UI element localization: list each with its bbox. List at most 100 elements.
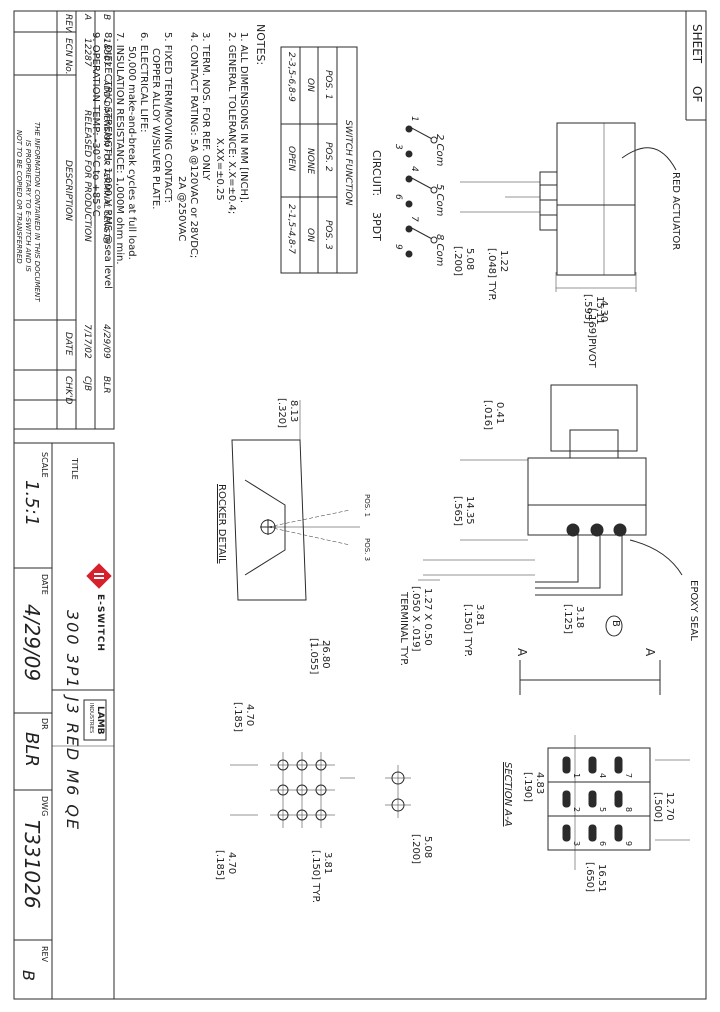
terminal-typ-label: TERMINAL TYP. <box>398 592 409 666</box>
dim-381b: 3.81 <box>322 852 333 875</box>
e-switch-logo-mark <box>86 563 112 589</box>
sf-row2-pos1: 2-3,5-6,8-9 <box>286 52 296 102</box>
section-aa-label: SECTION A-A <box>502 762 513 827</box>
note-1: 1. ALL DIMENSIONS IN MM [INCH]. <box>238 32 249 204</box>
dim-565: [.565] <box>452 496 463 527</box>
marker-b: B <box>610 620 621 627</box>
disclaimer-line-1: THE INFORMATION CONTAINED IN THIS DOCUME… <box>33 122 41 302</box>
section-num-4: 4 <box>598 773 607 779</box>
dr-value: BLR <box>21 732 42 767</box>
dim-320: [.320] <box>276 398 287 429</box>
pos1-label: POS. 1 <box>363 494 371 518</box>
partner-name: LAMB <box>95 706 105 735</box>
section-num-5: 5 <box>598 807 607 813</box>
note-5-cont: COPPER ALLOY W/SILVER PLATE. <box>150 48 161 210</box>
dim-125: [.125] <box>562 604 573 635</box>
sheet-of-label: OF <box>690 86 704 103</box>
circuit-term-6: 6 <box>393 194 403 200</box>
circuit-schematic <box>405 125 438 258</box>
dim-508b: 5.08 <box>422 836 433 859</box>
circuit-com-8: 8 Com <box>434 234 445 267</box>
note-4-cont: 2A @250VAC <box>176 176 187 242</box>
dim-190: [.190] <box>522 772 533 803</box>
dim-169-pivot: [.169]PIVOT <box>586 308 597 368</box>
dim-483: 4.83 <box>534 772 545 795</box>
rev-b-date: 4/29/09 <box>101 324 111 359</box>
note-2: 2. GENERAL TOLERANCE: X.X=±0.4; <box>226 32 237 215</box>
circuit-term-9: 9 <box>393 244 403 250</box>
epoxy-seal-label: EPOXY SEAL <box>688 580 699 641</box>
revision-table <box>13 10 115 430</box>
part-title: 300 3P1 J3 RED M6 QE <box>63 610 82 832</box>
section-num-9: 9 <box>624 841 633 847</box>
rev-header-date: DATE <box>63 332 73 356</box>
dim-1651: 16.51 <box>596 864 607 893</box>
circuit-com-2: 2 Com <box>434 134 445 167</box>
rocker-detail-view <box>231 400 360 646</box>
dim-016: [.016] <box>482 400 493 431</box>
section-num-6: 6 <box>598 841 607 847</box>
company-name: E-SWITCH <box>95 594 105 652</box>
sf-row1-pos3: ON <box>305 228 315 242</box>
switch-top-view <box>460 122 677 292</box>
note-2-cont: X.XX=±0.25 <box>214 138 225 201</box>
dim-050: [.050 X .019] <box>410 586 421 652</box>
note-6-cont: 50,000 make-and-break cycles at full loa… <box>126 46 137 260</box>
note-6: 6. ELECTRICAL LIFE: <box>138 32 149 133</box>
marker-b-hexagon <box>605 615 623 637</box>
rev-b-desc: ADD DIMENSION FOR TERMINAL LENGTH <box>102 80 111 244</box>
sf-row1-pos2: NONE <box>305 148 315 175</box>
dim-048: [.048] TYP. <box>486 248 497 302</box>
dim-2680: 26.80 <box>320 640 331 669</box>
dim-508a: 5.08 <box>464 248 475 271</box>
sf-header-pos1: POS. 1 <box>323 70 333 100</box>
circuit-label: CIRCUIT: <box>370 150 383 197</box>
dwg-label: DWG <box>40 796 49 817</box>
lamb-logo-box <box>83 699 107 741</box>
dim-150b: [.150] TYP. <box>310 850 321 904</box>
rev-a-letter: A <box>82 14 92 21</box>
section-num-7: 7 <box>624 773 633 779</box>
dim-813: 8.13 <box>288 400 299 423</box>
dr-label: DR <box>40 718 49 730</box>
rev-label: REV <box>40 946 49 963</box>
rev-a-ecn: 12287 <box>82 38 92 67</box>
rev-header-desc: DESCRIPTION <box>63 160 73 221</box>
scale-label: SCALE <box>40 452 49 478</box>
dwg-value: T331026 <box>20 820 44 909</box>
date-label: DATE <box>40 574 49 595</box>
title-block-frame <box>13 442 115 1000</box>
date-value: 4/29/09 <box>20 604 44 682</box>
dim-650: [.650] <box>584 862 595 893</box>
notes-header: NOTES: <box>254 24 267 66</box>
circuit-term-1: 1 <box>409 116 419 122</box>
dim-041: 0.41 <box>494 402 505 425</box>
dim-185b: [.185] <box>214 850 225 881</box>
rev-a-desc: RELEASED FOR PRODUCTION <box>82 110 92 242</box>
note-4: 4. CONTACT RATING: 5A @120VAC or 28VDC; <box>188 32 199 259</box>
partner-subname: INDUSTRIES <box>88 703 94 734</box>
switch-function-title: SWITCH FUNCTION <box>343 120 353 206</box>
sf-header-pos2: POS. 2 <box>323 142 333 172</box>
dim-1435: 14.35 <box>464 496 475 525</box>
section-num-8: 8 <box>624 807 633 813</box>
dim-470b: 4.70 <box>226 852 237 875</box>
rev-a-date: 7/17/02 <box>82 324 92 359</box>
sf-row2-pos2: OPEN <box>286 146 296 171</box>
disclaimer-line-2: IS PROPRIETARY TO E-SWITCH AND IS <box>24 140 32 272</box>
circuit-term-4: 4 <box>409 166 419 172</box>
rev-a-chkd: CJB <box>82 376 92 392</box>
disclaimer-line-3: NOT TO BE COPIED OR TRANSFERRED <box>15 130 23 264</box>
pcb-hole-pattern <box>230 752 411 828</box>
section-num-2: 2 <box>572 807 581 813</box>
dim-430: 4.30 <box>598 300 609 323</box>
dim-1270: 12.70 <box>664 792 675 821</box>
scale-value: 1.5:1 <box>21 480 42 527</box>
note-7: 7. INSULATION RESISTANCE: 1,000M ohm min… <box>114 32 125 265</box>
dim-470a: 4.70 <box>244 704 255 727</box>
dim-200b: [.200] <box>410 834 421 865</box>
section-a-left: A <box>515 648 529 657</box>
dim-127: 1.27 X 0.50 <box>422 588 433 646</box>
